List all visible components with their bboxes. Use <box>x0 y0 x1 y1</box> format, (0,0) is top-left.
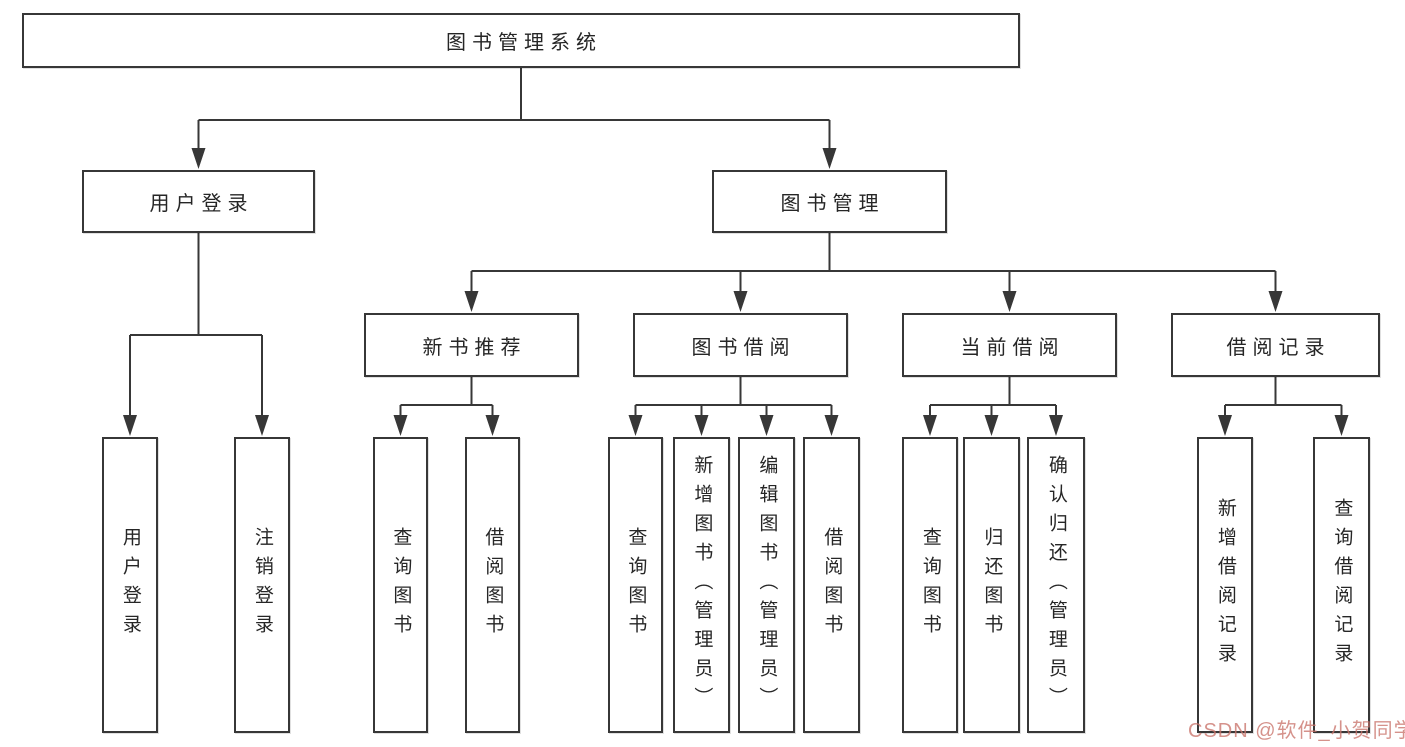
arrowhead-icon <box>984 415 999 436</box>
leaf-edit-book-admin: 编辑图书（管理员） <box>738 437 795 733</box>
node-user-login: 用户登录 <box>82 170 315 233</box>
leaf-query-books-recommend: 查询图书 <box>373 437 428 733</box>
node-borrow-records-label: 借阅记录 <box>1226 336 1331 359</box>
leaf-add-book-admin-label: 新增图书（管理员） <box>691 454 713 716</box>
arrowhead-icon <box>733 291 748 312</box>
arrowhead-icon <box>628 415 643 436</box>
node-root: 图书管理系统 <box>22 13 1020 68</box>
leaf-query-books-current: 查询图书 <box>902 437 958 733</box>
arrowhead-icon <box>1268 291 1283 312</box>
leaf-borrow-books-label: 借阅图书 <box>821 527 843 643</box>
leaf-query-borrow-record-label: 查询借阅记录 <box>1331 498 1353 672</box>
node-book-borrow: 图书借阅 <box>633 313 848 377</box>
arrowhead-icon <box>191 148 206 169</box>
node-current-borrow-label: 当前借阅 <box>960 336 1065 359</box>
node-book-borrow-label: 图书借阅 <box>691 336 796 359</box>
arrowhead-icon <box>824 415 839 436</box>
leaf-logout: 注销登录 <box>234 437 290 733</box>
arrowhead-icon <box>1049 415 1063 436</box>
leaf-confirm-return-admin: 确认归还（管理员） <box>1027 437 1085 733</box>
node-new-book-recommend-label: 新书推荐 <box>422 336 527 359</box>
node-user-login-label: 用户登录 <box>149 193 254 215</box>
leaf-return-book-label: 归还图书 <box>981 527 1003 643</box>
arrowhead-icon <box>1002 291 1017 312</box>
node-new-book-recommend: 新书推荐 <box>364 313 579 377</box>
leaf-user-login-label: 用户登录 <box>119 527 141 643</box>
leaf-add-borrow-record: 新增借阅记录 <box>1197 437 1253 733</box>
node-book-management: 图书管理 <box>712 170 947 233</box>
leaf-user-login: 用户登录 <box>102 437 158 733</box>
node-book-management-label: 图书管理 <box>780 193 885 215</box>
leaf-query-books-recommend-label: 查询图书 <box>390 527 412 643</box>
leaf-query-books-borrow: 查询图书 <box>608 437 663 733</box>
arrowhead-icon <box>464 291 479 312</box>
leaf-query-borrow-record: 查询借阅记录 <box>1313 437 1370 733</box>
arrowheads <box>123 148 1349 436</box>
connector-path <box>129 68 1343 417</box>
node-borrow-records: 借阅记录 <box>1171 313 1380 377</box>
leaf-edit-book-admin-label: 编辑图书（管理员） <box>756 454 778 716</box>
leaf-query-books-borrow-label: 查询图书 <box>625 527 647 643</box>
arrowhead-icon <box>1218 415 1232 436</box>
watermark: CSDN @软件_小贺同学 <box>1188 720 1405 742</box>
arrowhead-icon <box>393 415 408 436</box>
arrowhead-icon <box>255 415 269 436</box>
arrowhead-icon <box>759 415 774 436</box>
arrowhead-icon <box>123 415 137 436</box>
arrowhead-icon <box>923 415 937 436</box>
leaf-confirm-return-admin-label: 确认归还（管理员） <box>1045 454 1067 716</box>
node-root-label: 图书管理系统 <box>446 32 602 54</box>
leaf-borrow-books-recommend: 借阅图书 <box>465 437 520 733</box>
leaf-query-books-current-label: 查询图书 <box>919 527 941 643</box>
leaf-add-borrow-record-label: 新增借阅记录 <box>1214 498 1236 672</box>
leaf-add-book-admin: 新增图书（管理员） <box>673 437 730 733</box>
arrowhead-icon <box>694 415 709 436</box>
node-current-borrow: 当前借阅 <box>902 313 1117 377</box>
leaf-logout-label: 注销登录 <box>251 527 273 643</box>
arrowhead-icon <box>1334 415 1349 436</box>
leaf-borrow-books-recommend-label: 借阅图书 <box>482 527 504 643</box>
arrowhead-icon <box>822 148 837 169</box>
leaf-return-book: 归还图书 <box>963 437 1020 733</box>
leaf-borrow-books: 借阅图书 <box>803 437 860 733</box>
arrowhead-icon <box>485 415 500 436</box>
